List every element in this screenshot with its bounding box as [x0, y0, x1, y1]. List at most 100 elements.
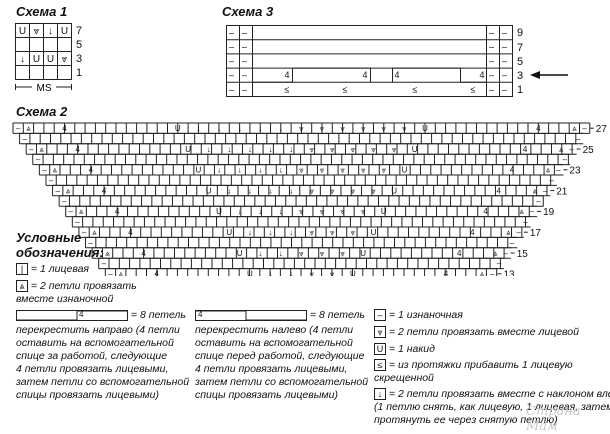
chart-symbol: – [42, 166, 47, 175]
chart-symbol: – [497, 259, 502, 268]
chart-symbol: 4 [444, 270, 449, 276]
chart-symbol: 4 [89, 166, 94, 175]
chart-symbol: – [502, 42, 507, 52]
cable-right-symbol-icon: 4 [16, 309, 128, 321]
row-number: 7 [517, 42, 523, 54]
row-number: 7 [76, 25, 82, 37]
chart-symbol: U [412, 145, 418, 154]
row-number: 25 [583, 145, 595, 156]
chart-symbol: 4 [128, 228, 133, 237]
chart-symbol: ↓ [289, 228, 293, 237]
chart-symbol: 4 [395, 70, 400, 80]
legend-increase: ≤ = из протяжки прибавить 1 лицевую скре… [374, 359, 573, 384]
chart-symbol: ⩓ [105, 249, 110, 258]
chart-symbol: – [489, 56, 494, 66]
chart-symbol: U [19, 26, 26, 37]
chart-symbol: U [33, 54, 40, 65]
chart-symbol: – [502, 56, 507, 66]
chart-symbol: ⩓ [533, 186, 538, 195]
chart-symbol: – [55, 186, 60, 195]
chart-symbol: – [490, 270, 495, 276]
chart-symbol: U [206, 186, 212, 195]
chart-symbol: – [582, 124, 587, 133]
chart-symbol: ⩔ [309, 228, 314, 237]
legend-yo: U = 1 накид [374, 343, 435, 356]
chart-symbol: – [29, 145, 34, 154]
chart-symbol: ⩔ [320, 166, 325, 175]
chart-symbol: ⩔ [330, 270, 335, 276]
chart-symbol: 4 [497, 186, 502, 195]
k2tog-symbol-icon: ⩔ [374, 326, 386, 339]
chart-symbol: – [69, 207, 74, 216]
twisted-increase-symbol-icon: ≤ [374, 359, 386, 372]
chart-symbol: ↓ [248, 145, 252, 154]
chart-symbol: ≤ [285, 84, 290, 94]
ms-label: MS [37, 83, 52, 94]
chart-symbol: U [61, 26, 68, 37]
chart-symbol: ↓ [258, 166, 262, 175]
purl-symbol-icon: – [374, 309, 386, 322]
legend-cable-right: 4 = 8 петель перекрестить направо (4 пет… [16, 309, 190, 401]
chart-symbol: ↓ [279, 207, 283, 216]
chart-symbol: – [549, 176, 554, 185]
chart-symbol: – [242, 56, 247, 66]
chart-symbol: ⩔ [330, 186, 335, 195]
chart-symbol: ⩔ [340, 249, 345, 258]
chart-symbol: U [47, 54, 54, 65]
chart-symbol: 4 [155, 270, 160, 276]
chart-symbol: – [489, 84, 494, 94]
chart-symbol: – [569, 145, 574, 154]
chart-symbol: ↓ [217, 166, 221, 175]
chart-symbol: – [563, 155, 568, 164]
chart-symbol: 4 [523, 145, 528, 154]
chart-symbol: ↓ [269, 270, 273, 276]
chart-symbol: ⩔ [309, 186, 314, 195]
chart-symbol: 4 [115, 207, 120, 216]
chart-symbol: ↓ [227, 186, 231, 195]
chart-symbol: U [247, 270, 253, 276]
chart-symbol: U [175, 124, 181, 133]
row-number: 19 [543, 207, 555, 218]
chart-symbol: U [360, 249, 366, 258]
chart-symbol: U [350, 270, 356, 276]
chart-symbol: – [517, 228, 522, 237]
chart-symbol: – [229, 70, 234, 80]
chart-symbol: ↓ [238, 207, 242, 216]
chart-symbol: 4 [75, 145, 80, 154]
chart-symbol: ↓ [279, 166, 283, 175]
chart-symbol: ⩓ [53, 166, 58, 175]
chart-symbol: – [36, 155, 41, 164]
chart-symbol: ↓ [207, 145, 211, 154]
chart-symbol: U [185, 145, 191, 154]
row-number: 13 [504, 270, 516, 276]
chart-symbol: ↓ [279, 249, 283, 258]
chart-symbol: – [576, 134, 581, 143]
legend-k2tog: ⩔ = 2 петли провязать вместе лицевой [374, 326, 579, 339]
chart-symbol: U [402, 166, 408, 175]
chart-symbol: ⩔ [371, 145, 376, 154]
chart-symbol: ↓ [258, 124, 262, 133]
chart-symbol: ⩔ [309, 145, 314, 154]
chart-symbol: – [510, 238, 515, 247]
chart-symbol: ⩔ [299, 207, 304, 216]
chart-symbol: U [422, 124, 428, 133]
chart-symbol: – [489, 70, 494, 80]
chart-symbol: – [503, 249, 508, 258]
chart-symbol: ⩓ [572, 124, 577, 133]
chart-symbol: ⩔ [62, 54, 68, 65]
chart-symbol: – [95, 249, 100, 258]
chart-symbol: – [102, 259, 107, 268]
chart-symbol: ⩔ [351, 145, 356, 154]
chart-symbol: ↓ [248, 186, 252, 195]
chart-symbol: ≤ [343, 84, 348, 94]
chart-symbol: ↓ [289, 145, 293, 154]
row-number: 15 [517, 249, 529, 260]
yarn-over-symbol-icon: U [374, 343, 386, 356]
chart-symbol: ↓ [238, 166, 242, 175]
chart-symbol: ⩔ [340, 124, 345, 133]
chart-symbol: – [108, 270, 113, 276]
chart-symbol: U [237, 249, 243, 258]
chart-symbol: ↓ [196, 124, 200, 133]
chart-symbol: ⩔ [330, 228, 335, 237]
